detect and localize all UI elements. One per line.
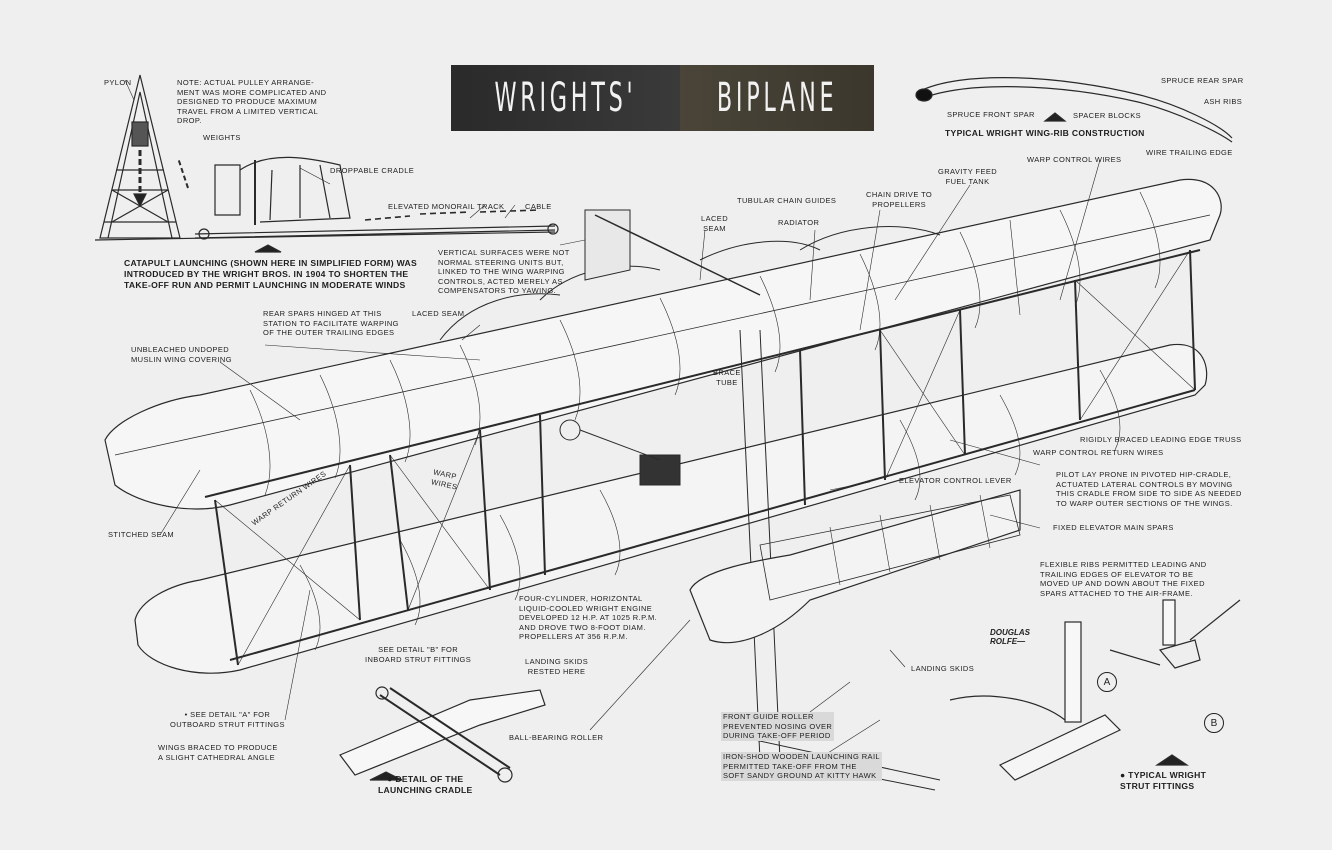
label-weights: WEIGHTS [203,133,241,142]
label-catapult: CATAPULT LAUNCHING (SHOWN HERE IN SIMPLI… [124,258,418,290]
label-ball-bearing: BALL-BEARING ROLLER [509,733,604,742]
label-detail-b: SEE DETAIL "B" FOR INBOARD STRUT FITTING… [365,645,472,664]
label-brace-tube: BRACE TUBE [713,368,741,387]
interplane-struts [214,249,1196,666]
label-cable: CABLE [525,202,552,211]
pylon-drawing [99,74,189,239]
label-warp-return-wires-right: WARP CONTROL RETURN WIRES [1033,448,1164,457]
label-landing-skids: LANDING SKIDS [911,664,975,673]
label-muslin: UNBLEACHED UNDOPED MUSLIN WING COVERING [131,345,232,364]
label-droppable-cradle: DROPPABLE CRADLE [330,166,415,175]
label-gravity-feed: GRAVITY FEED FUEL TANK [938,167,998,186]
label-launching-cradle: ● DETAIL OF THE LAUNCHING CRADLE [378,774,473,795]
label-warp-control-wires: WARP CONTROL WIRES [1027,155,1122,164]
elevator [689,489,1021,644]
upper-wing [104,178,1222,510]
label-rear-spars: REAR SPARS HINGED AT THIS STATION TO FAC… [263,309,399,338]
label-monorail: ELEVATED MONORAIL TRACK [388,202,505,211]
label-engine: FOUR-CYLINDER, HORIZONTAL LIQUID-COOLED … [519,594,658,642]
center-cutaway [439,209,941,791]
label-ash-ribs: ASH RIBS [1204,97,1243,106]
launching-cradle-drawing [339,686,546,783]
label-vertical-surfaces: VERTICAL SURFACES WERE NOT NORMAL STEERI… [438,248,570,296]
label-stitched-seam: STITCHED SEAM [108,530,175,539]
label-laced-seam-left: LACED SEAM [412,309,465,318]
label-wing-rib: TYPICAL WRIGHT WING-RIB CONSTRUCTION [945,128,1145,138]
label-laced-seam-top: LACED SEAM [701,214,729,233]
label-pylon: PYLON [104,78,132,87]
label-fixed-elevator: FIXED ELEVATOR MAIN SPARS [1053,523,1174,532]
label-spacer-blocks: SPACER BLOCKS [1073,111,1141,120]
label-tubular-chain-guides: TUBULAR CHAIN GUIDES [737,196,837,205]
artist-signature: DOUGLAS ROLFE— [990,628,1030,646]
label-spruce-rear-spar: SPRUCE REAR SPAR [1161,76,1244,85]
label-pulley-note: NOTE: ACTUAL PULLEY ARRANGE- MENT WAS MO… [177,78,327,126]
bracing-wires [214,249,1196,666]
label-wings-braced: WINGS BRACED TO PRODUCE A SLIGHT CATHEDR… [158,743,278,762]
leader-lines [124,79,1101,759]
label-chain-drive: CHAIN DRIVE TO PROPELLERS [866,190,933,209]
detail-marker-a: A [1097,672,1117,692]
title-banner: WRIGHTS' BIPLANE [451,65,875,131]
label-pilot: PILOT LAY PRONE IN PIVOTED HIP-CRADLE, A… [1056,470,1242,508]
detail-marker-b: B [1204,713,1224,733]
label-rigidly-braced: RIGIDLY BRACED LEADING EDGE TRUSS [1080,435,1242,444]
title-left: WRIGHTS' [494,75,637,121]
label-radiator: RADIATOR [778,218,820,227]
label-front-guide: FRONT GUIDE ROLLER PREVENTED NOSING OVER… [721,712,835,741]
wing-rib-drawing [915,77,1233,143]
label-strut-fittings: ● TYPICAL WRIGHT STRUT FITTINGS [1120,770,1207,791]
label-spruce-front-spar: SPRUCE FRONT SPAR [947,110,1035,119]
label-flexible-ribs: FLEXIBLE RIBS PERMITTED LEADING AND TRAI… [1040,560,1207,598]
catapult-drawing [94,156,559,253]
strut-fitting-drawings [949,599,1241,781]
lower-wing [134,343,1208,674]
label-launching-rail: IRON-SHOD WOODEN LAUNCHING RAIL PERMITTE… [721,752,882,781]
label-wire-trailing-edge: WIRE TRAILING EDGE [1146,148,1233,157]
label-landing-skids-rested: LANDING SKIDS RESTED HERE [525,657,589,676]
label-detail-a: • SEE DETAIL "A" FOR OUTBOARD STRUT FITT… [170,710,285,729]
title-right: BIPLANE [716,75,838,121]
label-elevator-control-lever: ELEVATOR CONTROL LEVER [899,476,1012,485]
